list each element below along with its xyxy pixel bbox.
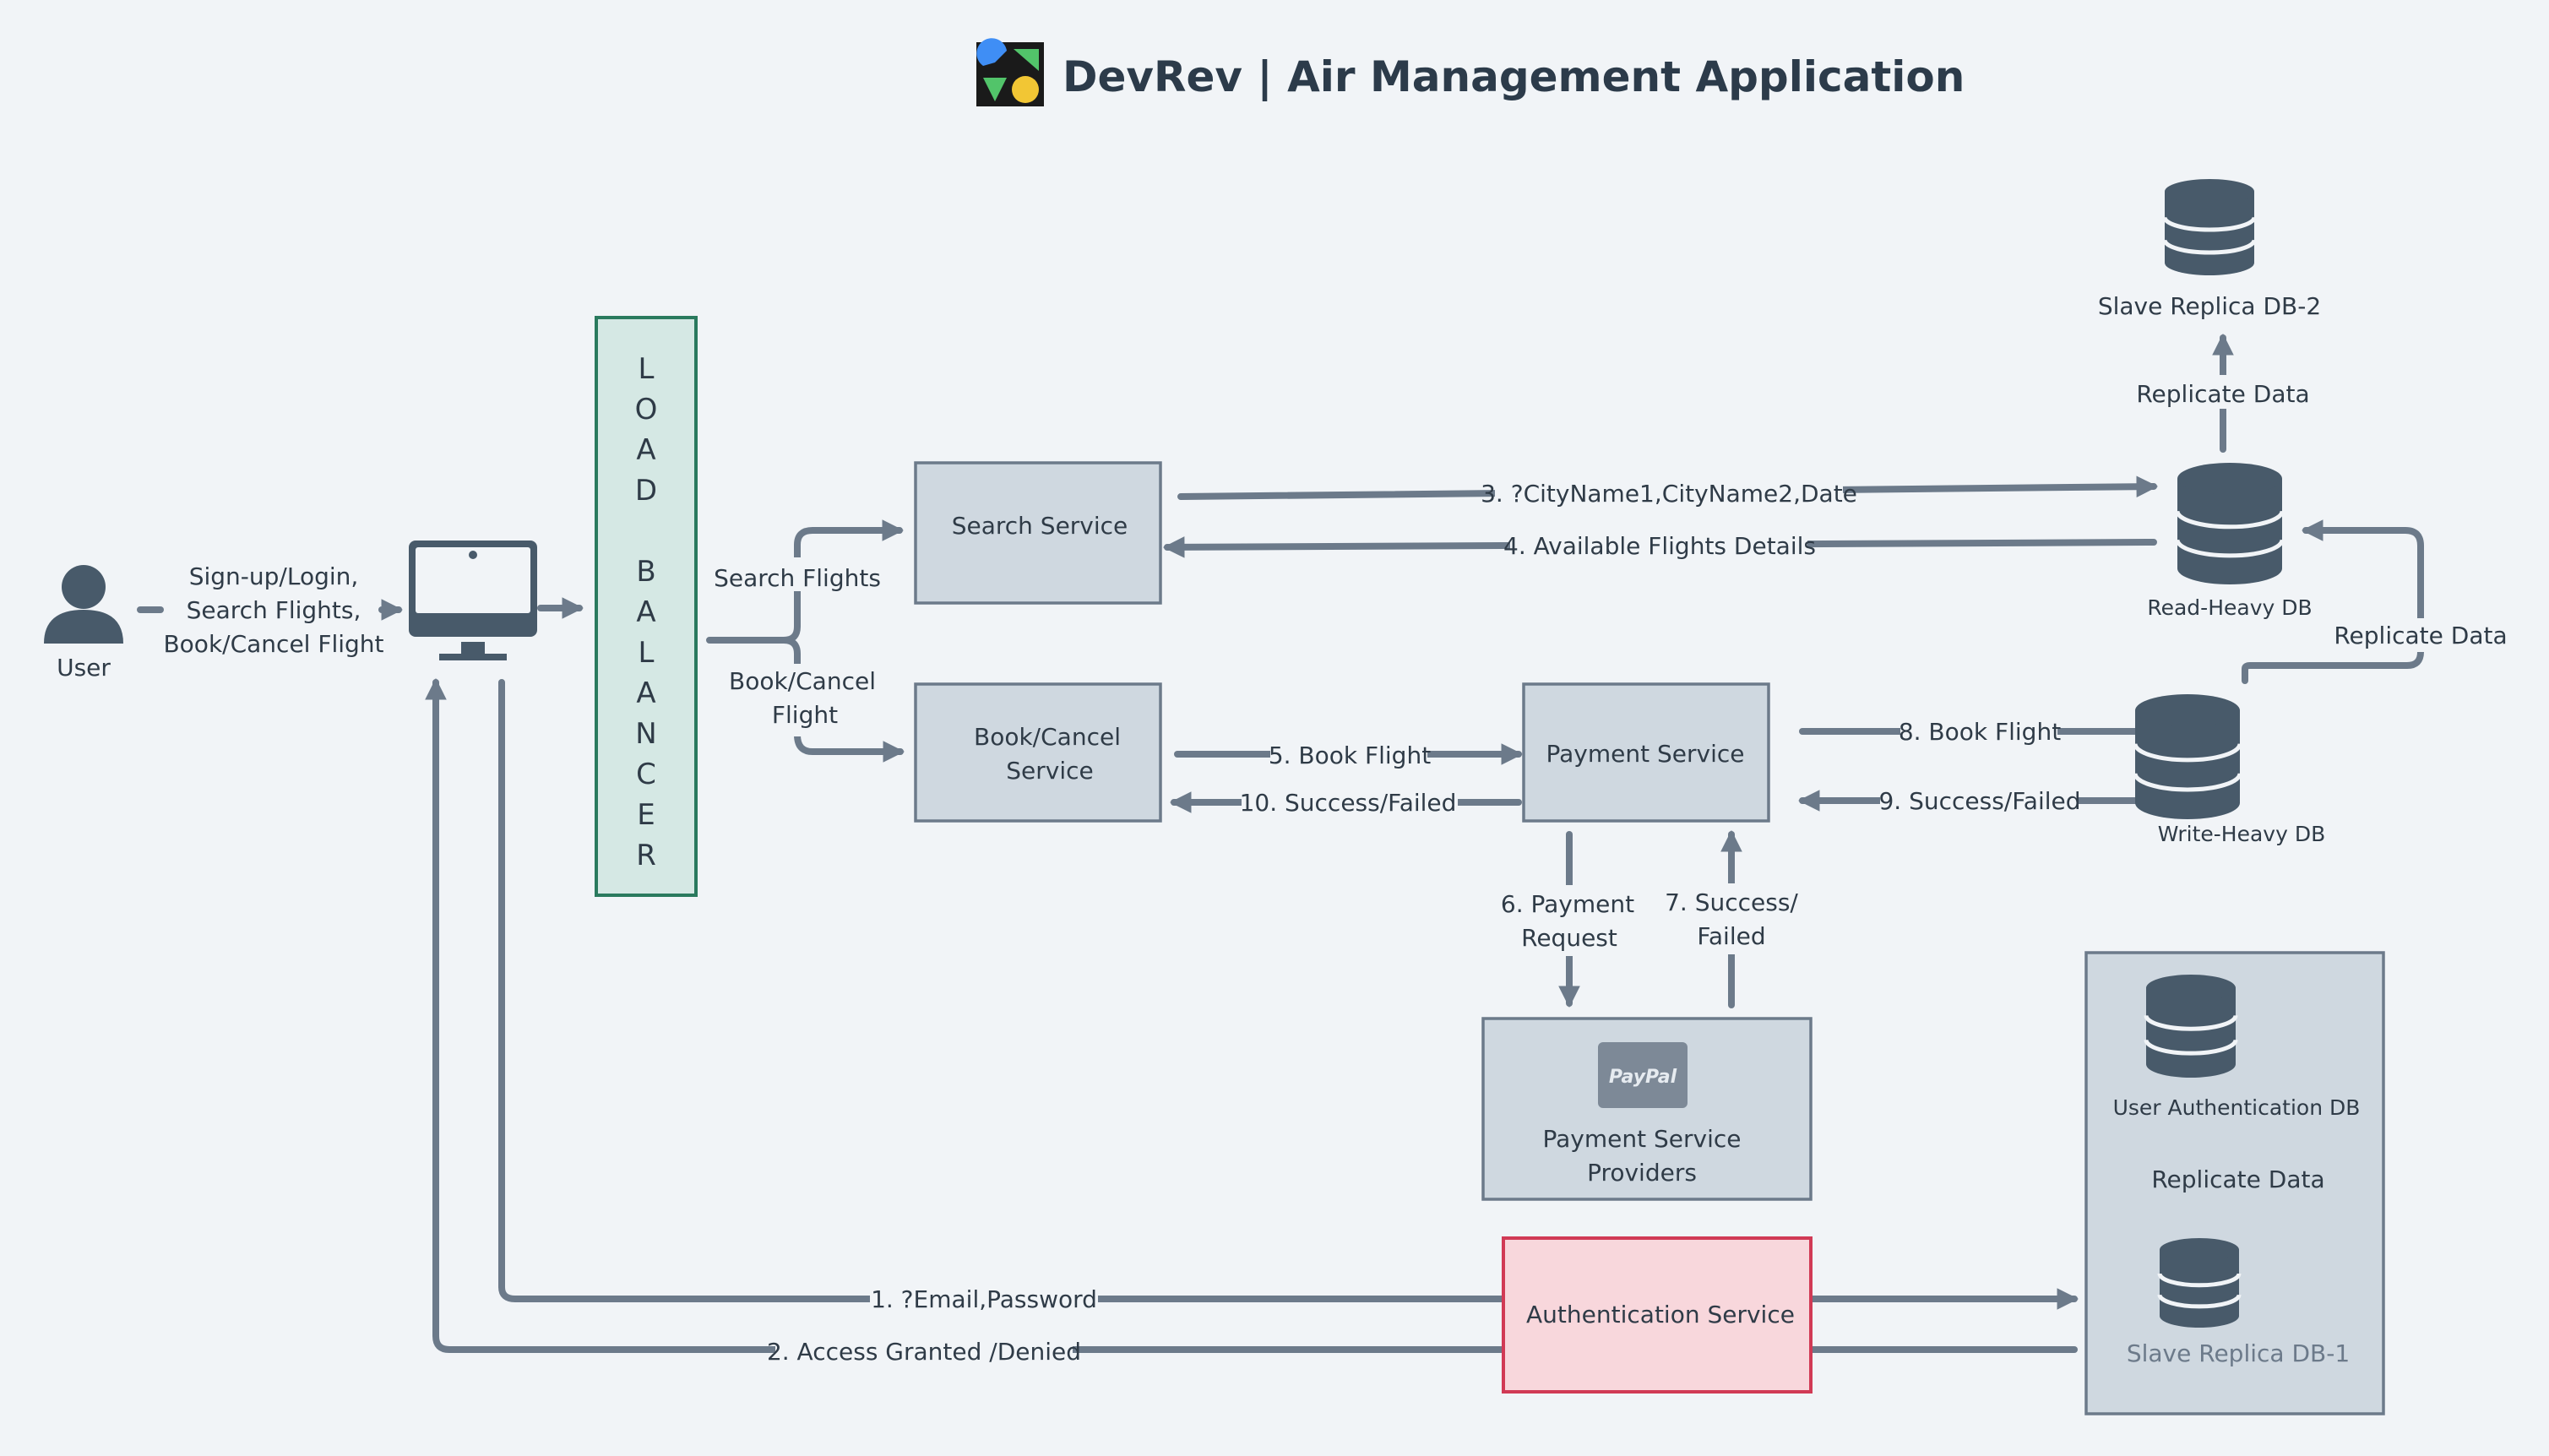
- paypal-badge-text: PayPal: [1609, 1067, 1677, 1088]
- search-flights-label: Search Flights: [714, 564, 881, 592]
- read-heavy-db-icon: [2175, 463, 2285, 584]
- edge-9-label: 9. Success/Failed: [1878, 787, 2080, 815]
- edge-7-label-2: Failed: [1697, 922, 1765, 950]
- load-balancer-letter: D: [635, 474, 657, 508]
- edge-4-label: 4. Available Flights Details: [1503, 532, 1816, 560]
- payment-service[interactable]: Payment Service: [1522, 682, 1770, 823]
- authentication-service[interactable]: Authentication Service: [1502, 1236, 1813, 1394]
- search-service[interactable]: Search Service: [914, 461, 1162, 605]
- load-balancer-letter: A: [636, 676, 655, 710]
- book-cancel-flight-label-2: Flight: [772, 701, 838, 729]
- edge-3-label: 3. ?CityName1,CityName2,Date: [1481, 480, 1857, 508]
- read-heavy-db-label: Read-Heavy DB: [2147, 595, 2312, 620]
- paypal-icon: PayPal: [1598, 1042, 1688, 1108]
- user-auth-db-label: User Authentication DB: [2113, 1095, 2361, 1120]
- user-action-label-2: Search Flights,: [187, 596, 361, 624]
- edge-6-label-2: Request: [1521, 924, 1617, 952]
- load-balancer-letter: R: [636, 839, 656, 872]
- replicate-top-label: Replicate Data: [2136, 380, 2309, 408]
- slave-replica-db1-label: Slave Replica DB-1: [2127, 1339, 2350, 1367]
- user-icon: [44, 565, 123, 644]
- load-balancer-letter: B: [636, 555, 655, 589]
- load-balancer-letter: E: [637, 798, 655, 832]
- book-cancel-service[interactable]: Book/Cancel Service: [914, 682, 1162, 823]
- book-cancel-service-label-1: Book/Cancel: [974, 723, 1121, 751]
- payment-service-label: Payment Service: [1546, 740, 1745, 768]
- user-label: User: [57, 654, 111, 682]
- write-heavy-db-label: Write-Heavy DB: [2158, 822, 2325, 846]
- load-balancer-letter: L: [639, 352, 655, 386]
- load-balancer-letter: L: [639, 636, 655, 670]
- payment-providers-label-2: Providers: [1587, 1159, 1697, 1187]
- write-heavy-db-icon: [2133, 694, 2242, 819]
- book-cancel-service-label-2: Service: [1006, 757, 1093, 785]
- edge-7-label-1: 7. Success/: [1665, 888, 1798, 916]
- slave-replica-db2-icon: [2162, 179, 2257, 275]
- user-node: User: [44, 565, 123, 682]
- edge-1-label: 1. ?Email,Password: [871, 1285, 1097, 1313]
- edge-labels: Sign-up/Login, Search Flights, Book/Canc…: [163, 375, 2508, 1368]
- load-balancer-letter: A: [636, 595, 655, 629]
- payment-providers[interactable]: PayPal Payment Service Providers: [1481, 1017, 1813, 1201]
- authentication-service-label: Authentication Service: [1526, 1301, 1795, 1328]
- databases: [2133, 179, 2285, 1328]
- search-service-label: Search Service: [952, 512, 1128, 540]
- user-auth-db-icon: [2144, 975, 2238, 1078]
- user-action-label-3: Book/Cancel Flight: [163, 630, 383, 658]
- edge-6-label-1: 6. Payment: [1501, 890, 1634, 918]
- user-action-label-1: Sign-up/Login,: [189, 562, 359, 590]
- page-title: DevRev | Air Management Application: [1063, 52, 1965, 101]
- connectors: [137, 333, 2424, 1353]
- edge-2-label: 2. Access Granted /Denied: [767, 1338, 1081, 1366]
- payment-providers-label-1: Payment Service: [1543, 1125, 1742, 1153]
- header: DevRev | Air Management Application: [976, 38, 1965, 106]
- load-balancer-letter: C: [636, 758, 656, 791]
- replicate-right-label: Replicate Data: [2334, 622, 2507, 649]
- load-balancer-letter: N: [635, 717, 656, 751]
- devrev-logo-icon: [976, 38, 1044, 106]
- slave-replica-db1-icon: [2157, 1238, 2242, 1328]
- edge-8-label: 8. Book Flight: [1899, 718, 2061, 746]
- load-balancer-letter: A: [636, 433, 655, 467]
- replicate-auth-label: Replicate Data: [2151, 1165, 2324, 1193]
- edge-5-label: 5. Book Flight: [1269, 742, 1431, 769]
- slave-replica-db2-label: Slave Replica DB-2: [2098, 292, 2321, 320]
- edge-10-label: 10. Success/Failed: [1240, 789, 1457, 817]
- computer-icon: [409, 541, 537, 660]
- book-cancel-flight-label-1: Book/Cancel: [729, 667, 876, 695]
- load-balancer-letter: O: [635, 393, 658, 426]
